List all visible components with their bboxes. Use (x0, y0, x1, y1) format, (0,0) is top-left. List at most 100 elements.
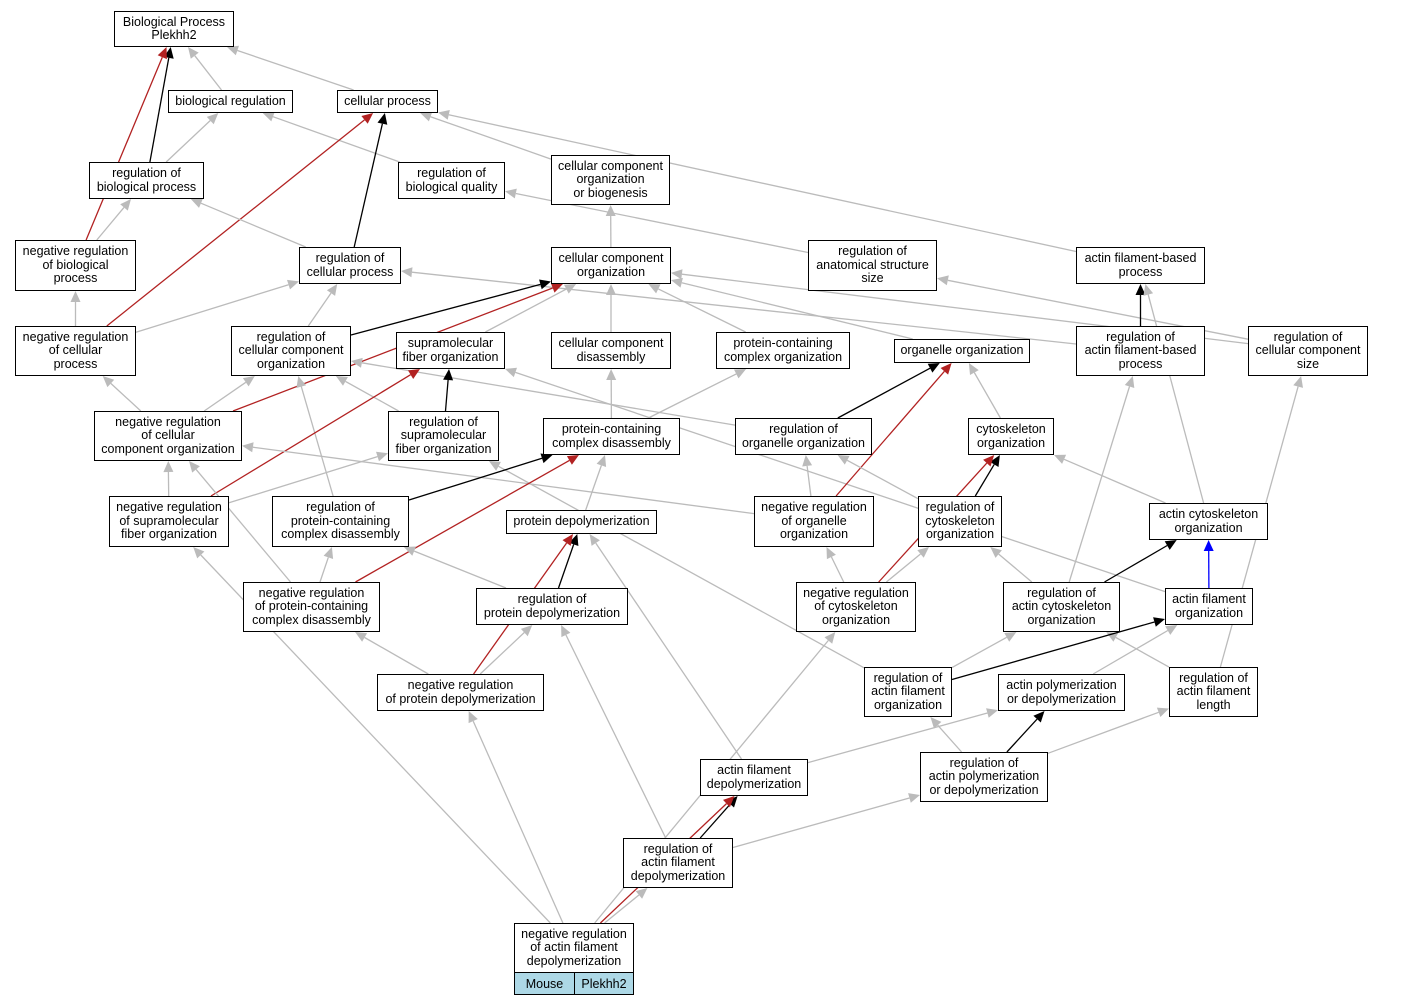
edge-rcco-to-cco (350, 283, 541, 336)
node-label-line: fiber organization (402, 349, 499, 364)
edge-rapd-to-rafl (1047, 711, 1159, 754)
node-label-line: actin filament-based (1084, 343, 1197, 358)
node-label-line: protein depolymerization (483, 605, 621, 620)
node-label-line: negative regulation (521, 926, 627, 941)
edge-rafd-to-rapd (732, 797, 910, 849)
edge-arrowhead (355, 632, 368, 642)
node-label-line: cellular component (1255, 343, 1361, 358)
node-label-line: negative regulation (22, 244, 129, 259)
edge-arrowhead (986, 708, 998, 718)
node-label-line: actin filament (1176, 684, 1251, 699)
node-label-line: of protein depolymerization (385, 691, 536, 706)
edge-apd-to-afo (1092, 629, 1169, 675)
node-label-line: actin filament (871, 684, 945, 699)
node-biological-regulation[interactable]: biological regulation (168, 90, 293, 113)
edge-arrowhead (505, 188, 517, 199)
node-label-line: size (1296, 356, 1320, 371)
edge-rafl-to-raco (1115, 636, 1170, 668)
edge-arrowhead (408, 369, 420, 379)
edge-nrpcd-to-pcd (355, 459, 570, 583)
node-label-line: complex disassembly (552, 435, 671, 450)
node-label-line: organization (925, 527, 995, 542)
node-label-line: cellular process (344, 93, 431, 108)
edge-arrowhead (723, 796, 735, 808)
node-label-line: anatomical structure (816, 257, 929, 272)
node-cellular-process[interactable]: cellular process (337, 90, 438, 113)
edge-nrcco-to-cco (232, 287, 553, 412)
node-label-line: regulation of (1027, 585, 1096, 600)
node-label-line: organization (576, 264, 646, 279)
edge-arrowhead (1054, 454, 1067, 464)
node-label-line: Biological Process (122, 14, 226, 29)
node-organelle-organization[interactable]: organelle organization (894, 339, 1030, 363)
edge-arrowhead (671, 277, 683, 288)
edge-roo-to-oo (837, 367, 931, 419)
edge-arrowhead (443, 369, 454, 381)
node-label-line: fiber organization (121, 527, 217, 542)
edge-arrowhead (824, 632, 836, 644)
edge-arrowhead (1135, 284, 1146, 295)
edge-ccob-to-cp (430, 116, 552, 160)
edge-nrbp-to-bp (85, 56, 163, 241)
node-label-line: negative regulation (22, 329, 129, 344)
edge-arrowhead (539, 279, 551, 290)
edge-arrowhead (1004, 632, 1017, 642)
edge-arrowhead (917, 547, 929, 558)
edge-rpcd-to-pcd (408, 457, 543, 501)
edge-arrowhead (206, 113, 219, 125)
node-label-line: process (1118, 356, 1163, 371)
edge-arrowhead (1124, 376, 1135, 388)
node-protein-depolymerization[interactable]: protein depolymerization (506, 510, 657, 534)
node-label-line: regulation of (838, 244, 907, 259)
node-label-line: negative regulation (803, 585, 909, 600)
node-label-line: of protein-containing (254, 599, 369, 614)
node-label-line: cellular component (558, 336, 664, 350)
edge-pdep-to-pcd (585, 465, 603, 511)
node-label-line: supramolecular (400, 428, 487, 443)
edge-rafd-to-rpdep (565, 634, 667, 839)
node-label-line: Plekhh2 (151, 28, 197, 42)
edge-arrowhead (242, 376, 255, 387)
edge-rpdep-to-pdep (557, 544, 575, 589)
edge-rafo-to-raco (951, 636, 1008, 669)
